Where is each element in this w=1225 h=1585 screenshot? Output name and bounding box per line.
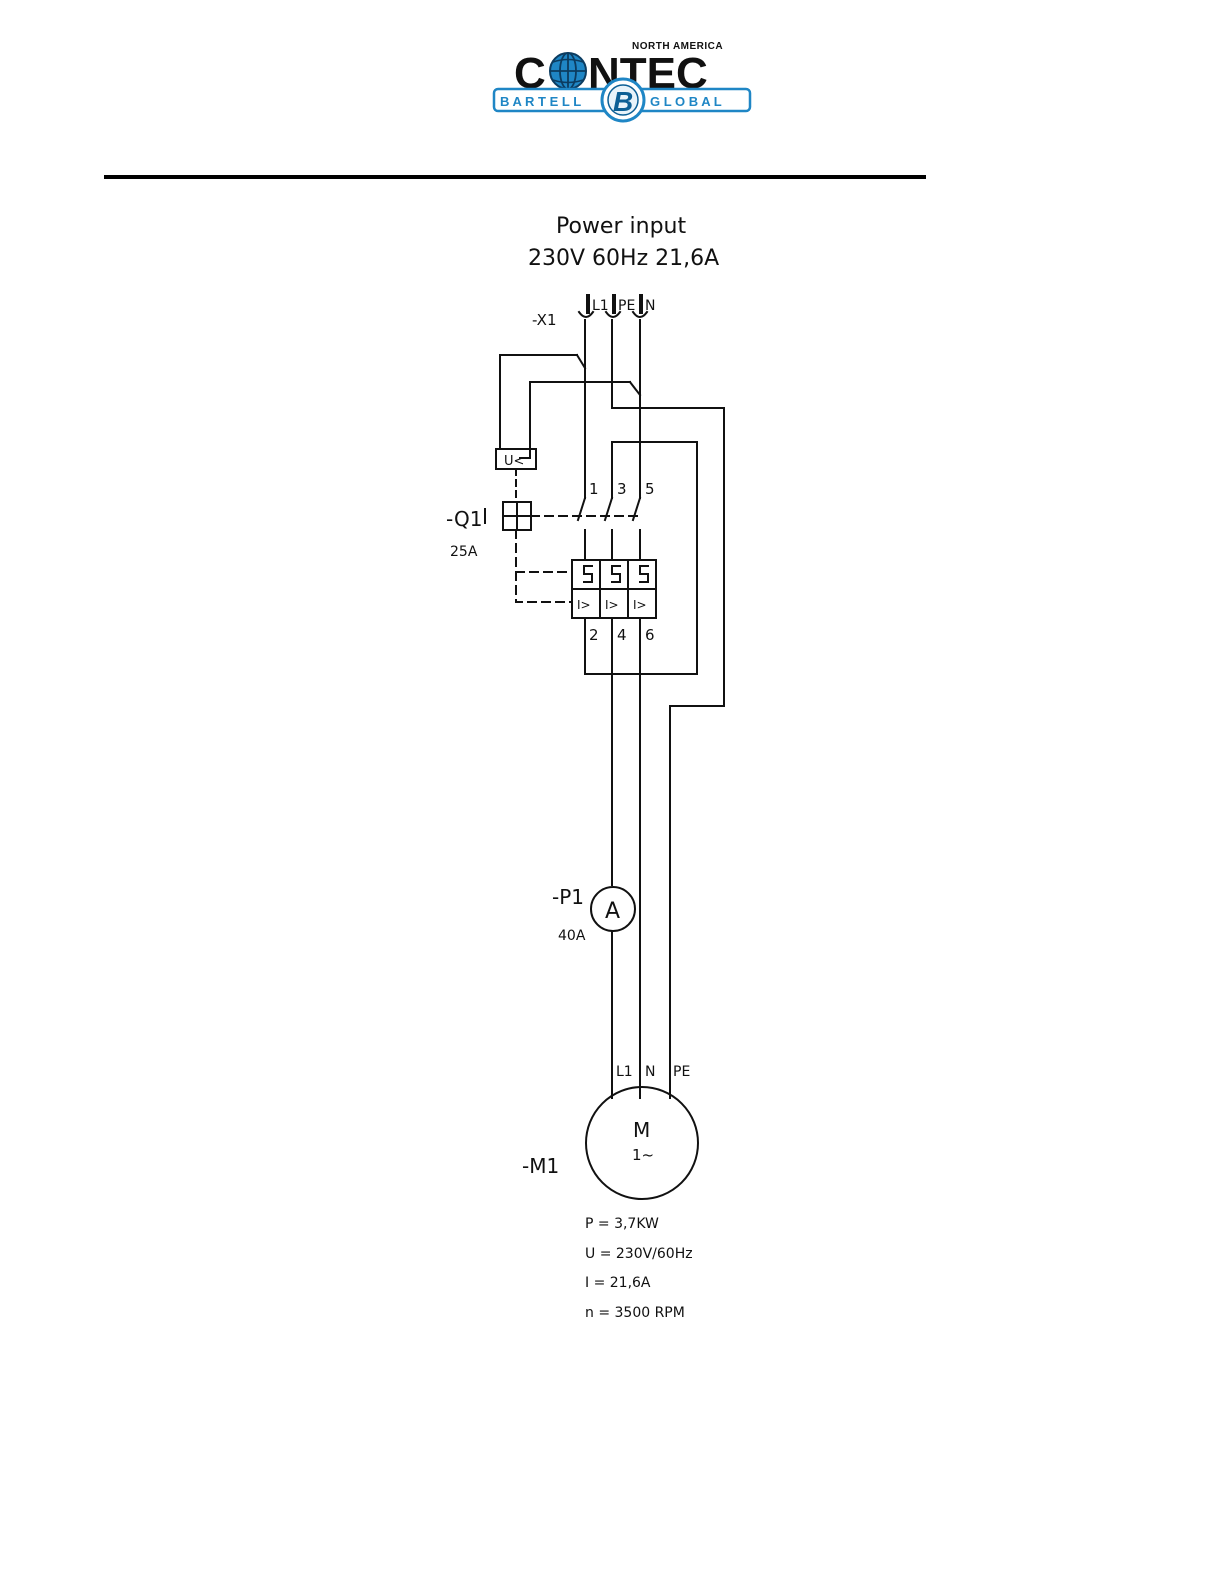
ammeter-tag: -P1 xyxy=(552,885,584,909)
thermal-trip-icon xyxy=(612,566,620,582)
undervoltage-label: U< xyxy=(504,454,524,469)
terminal-label-l1: L1 xyxy=(592,298,609,314)
motor-lead-pe: PE xyxy=(673,1064,690,1080)
motor-spec: U = 230V/60Hz xyxy=(585,1246,693,1262)
breaker-handle-icon xyxy=(485,502,531,530)
motor-tag: -M1 xyxy=(522,1154,559,1178)
motor-lead-n: N xyxy=(645,1064,655,1080)
overcurrent-label: I> xyxy=(577,598,591,612)
overcurrent-label: I> xyxy=(633,598,647,612)
motor-spec: n = 3500 RPM xyxy=(585,1305,685,1321)
motor-circle xyxy=(586,1087,698,1199)
terminal-label-n: N xyxy=(645,298,655,314)
motor-symbol: M xyxy=(633,1118,650,1142)
breaker-rating: 25A xyxy=(450,544,478,560)
ammeter-symbol: A xyxy=(605,899,620,924)
contact-label-6: 6 xyxy=(645,626,655,644)
motor-lead-l1: L1 xyxy=(616,1064,633,1080)
motor-spec: I = 21,6A xyxy=(585,1275,651,1291)
motor-phase: 1~ xyxy=(632,1146,654,1164)
diagram-title: Power input xyxy=(556,214,686,239)
terminal-block-x1 xyxy=(579,296,647,317)
thermal-trip-icon xyxy=(584,566,592,582)
motor-spec: P = 3,7KW xyxy=(585,1216,659,1232)
overcurrent-label: I> xyxy=(605,598,619,612)
thermal-trip-icon xyxy=(640,566,648,582)
terminal-label-pe: PE xyxy=(618,298,635,314)
contact-label-2: 2 xyxy=(589,626,599,644)
contact-label-3: 3 xyxy=(617,480,627,498)
contact-label-4: 4 xyxy=(617,626,627,644)
breaker-tag: -Q1 xyxy=(446,507,482,531)
contact-label-5: 5 xyxy=(645,480,655,498)
terminal-block-tag: -X1 xyxy=(532,311,557,329)
diagram-subtitle: 230V 60Hz 21,6A xyxy=(528,246,719,271)
contact-label-1: 1 xyxy=(589,480,599,498)
ammeter-rating: 40A xyxy=(558,928,586,944)
